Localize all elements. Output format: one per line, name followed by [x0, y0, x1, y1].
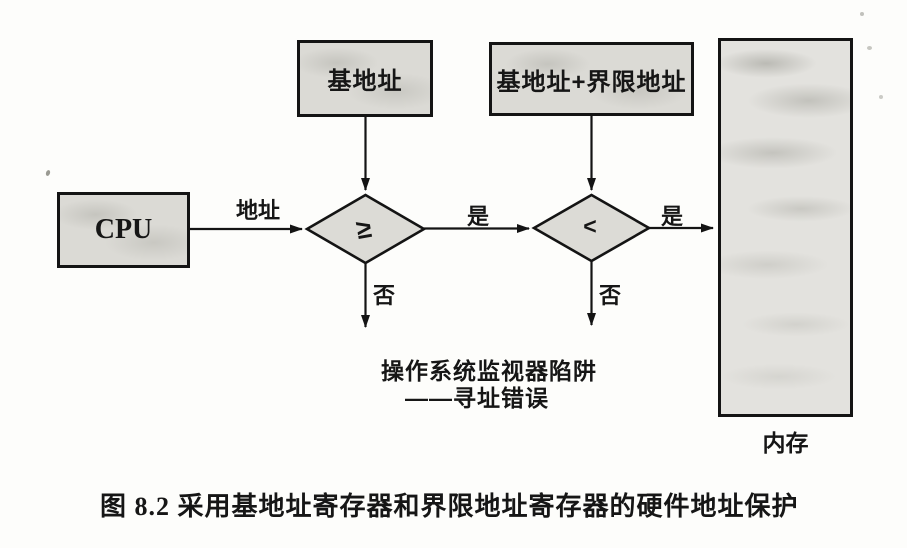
no-edge-label-1: 否 [372, 283, 395, 308]
figure-caption: 图 8.2 采用基地址寄存器和界限地址寄存器的硬件地址保护 [100, 492, 799, 521]
trap-text-line2: ——寻址错误 [405, 385, 549, 411]
no-edge-label-2: 否 [598, 283, 621, 308]
yes-edge-label-1: 是 [466, 204, 489, 229]
scan-speck [879, 95, 883, 99]
address-edge-label: 地址 [235, 198, 280, 223]
lt-decision-diamond [531, 193, 652, 263]
cpu-box: CPU [57, 192, 190, 268]
memory-label: 内存 [762, 430, 809, 456]
base-plus-limit-address-box: 基地址+界限地址 [489, 42, 694, 116]
base-address-box: 基地址 [297, 40, 433, 117]
scan-speck [867, 46, 872, 50]
memory-box [718, 38, 853, 417]
base-plus-limit-address-label: 基地址+界限地址 [496, 68, 687, 96]
yes-edge-label-2: 是 [660, 204, 683, 229]
scan-speck [860, 12, 864, 16]
cpu-label: CPU [94, 214, 153, 245]
ge-decision-diamond [304, 193, 427, 265]
base-address-label: 基地址 [327, 68, 403, 95]
trap-text-line1: 操作系统监视器陷阱 [381, 358, 597, 384]
lt-comparison-symbol: < [583, 213, 597, 239]
